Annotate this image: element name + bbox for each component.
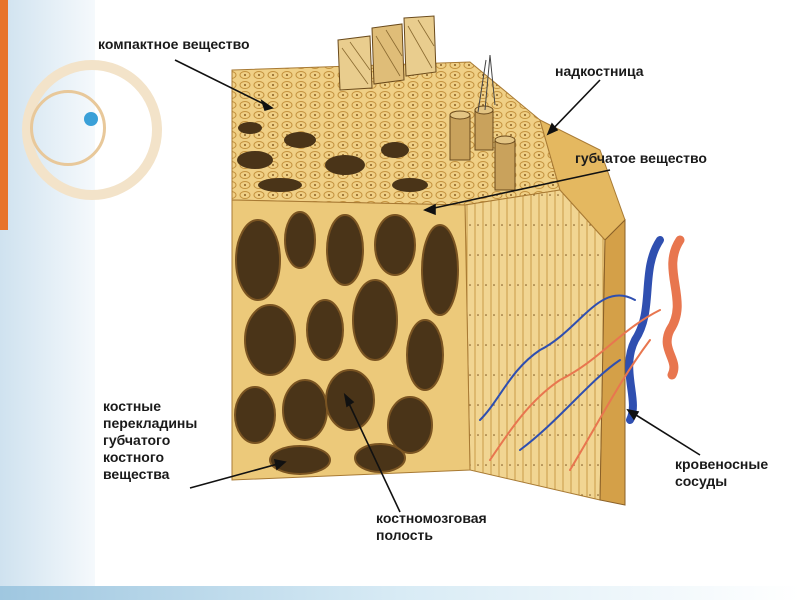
fibre-wires [477,54,496,113]
vein-branches [479,294,636,451]
label-blood-vessels: кровеносные сосуды [675,456,769,489]
decor-dot [84,112,98,126]
marrow-cavities [234,211,459,475]
artery-branches [489,309,661,471]
decor-ring-small [30,90,106,166]
bottom-decor-strip [0,586,800,600]
decor-ring-large [22,60,162,200]
top-cavities [237,122,428,192]
leader-lines [174,59,701,513]
orange-accent-bar [0,0,8,230]
blood-vessels [479,235,685,471]
label-compact-substance: компактное вещество [98,36,250,52]
label-bone-trabeculae: костные перекладины губчатого костного в… [103,398,198,482]
artery-main [662,235,685,380]
label-spongy-substance: губчатое вещество [575,150,707,166]
left-decor-strip [0,0,162,600]
osteon-cylinders [449,105,516,191]
label-marrow-cavity: костномозговая полость [376,510,487,543]
label-periosteum: надкостница [555,63,644,79]
lamellae-hatch [341,19,435,85]
vein-main [625,236,664,424]
compact-side-surface [464,189,606,501]
periosteum-outer [599,218,626,506]
